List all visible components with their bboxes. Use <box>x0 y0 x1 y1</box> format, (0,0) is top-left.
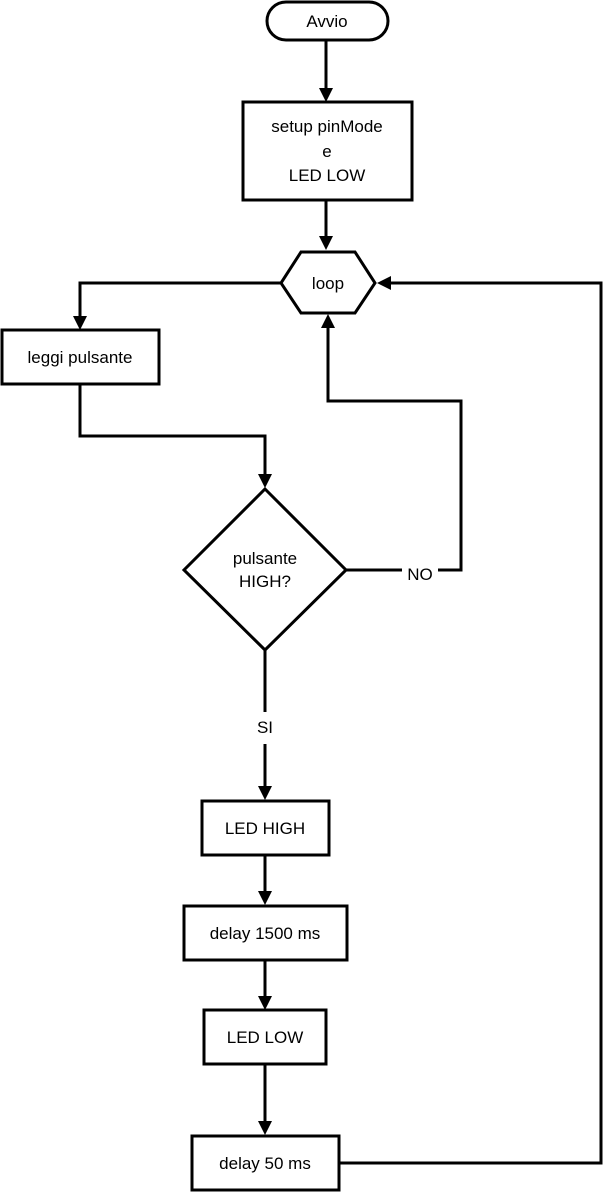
delay-1500-label: delay 1500 ms <box>210 924 321 943</box>
arrow-read-decision <box>258 474 272 488</box>
delay-50-label: delay 50 ms <box>219 1154 311 1173</box>
edge-delay50-loop <box>339 281 603 1165</box>
arrow-ledhigh-delay1500 <box>258 891 272 905</box>
edge-decision-no-loop <box>326 326 463 572</box>
led-low-label: LED LOW <box>227 1028 304 1047</box>
arrow-loop-read <box>73 316 87 330</box>
arrow-decision-no-loop <box>321 314 335 328</box>
connectors <box>73 40 603 1165</box>
setup-node: setup pinMode e LED LOW <box>241 100 414 202</box>
led-low-node: LED LOW <box>202 1008 328 1066</box>
edge-loop-read <box>78 281 283 318</box>
setup-label: LED LOW <box>289 166 366 185</box>
arrow-start-setup <box>319 88 333 102</box>
start-node: Avvio <box>265 0 390 42</box>
edge-label-yes: SI <box>257 718 273 737</box>
arrow-ledlow-delay50 <box>258 1121 272 1135</box>
decision-node: pulsante HIGH? <box>181 486 349 653</box>
setup-label: e <box>322 142 331 161</box>
arrow-delay1500-ledlow <box>258 996 272 1010</box>
read-button-label: leggi pulsante <box>28 348 133 367</box>
led-high-label: LED HIGH <box>225 819 305 838</box>
loop-node: loop <box>279 250 377 315</box>
led-high-node: LED HIGH <box>200 799 331 857</box>
delay-1500-node: delay 1500 ms <box>182 904 349 962</box>
arrow-decision-yes-ledhigh <box>258 786 272 800</box>
edge-label-no: NO <box>407 565 433 584</box>
arrow-setup-loop <box>319 236 333 250</box>
loop-label: loop <box>312 274 344 293</box>
setup-label: setup pinMode <box>271 117 383 136</box>
delay-50-node: delay 50 ms <box>190 1134 341 1192</box>
start-label: Avvio <box>306 12 347 31</box>
arrow-delay50-loop <box>377 276 391 290</box>
read-button-node: leggi pulsante <box>0 328 161 386</box>
label-background-yes <box>252 715 278 739</box>
decision-label: pulsante <box>233 549 297 568</box>
decision-label: HIGH? <box>239 572 291 591</box>
edge-read-decision <box>78 384 267 476</box>
label-background-no <box>402 562 438 582</box>
